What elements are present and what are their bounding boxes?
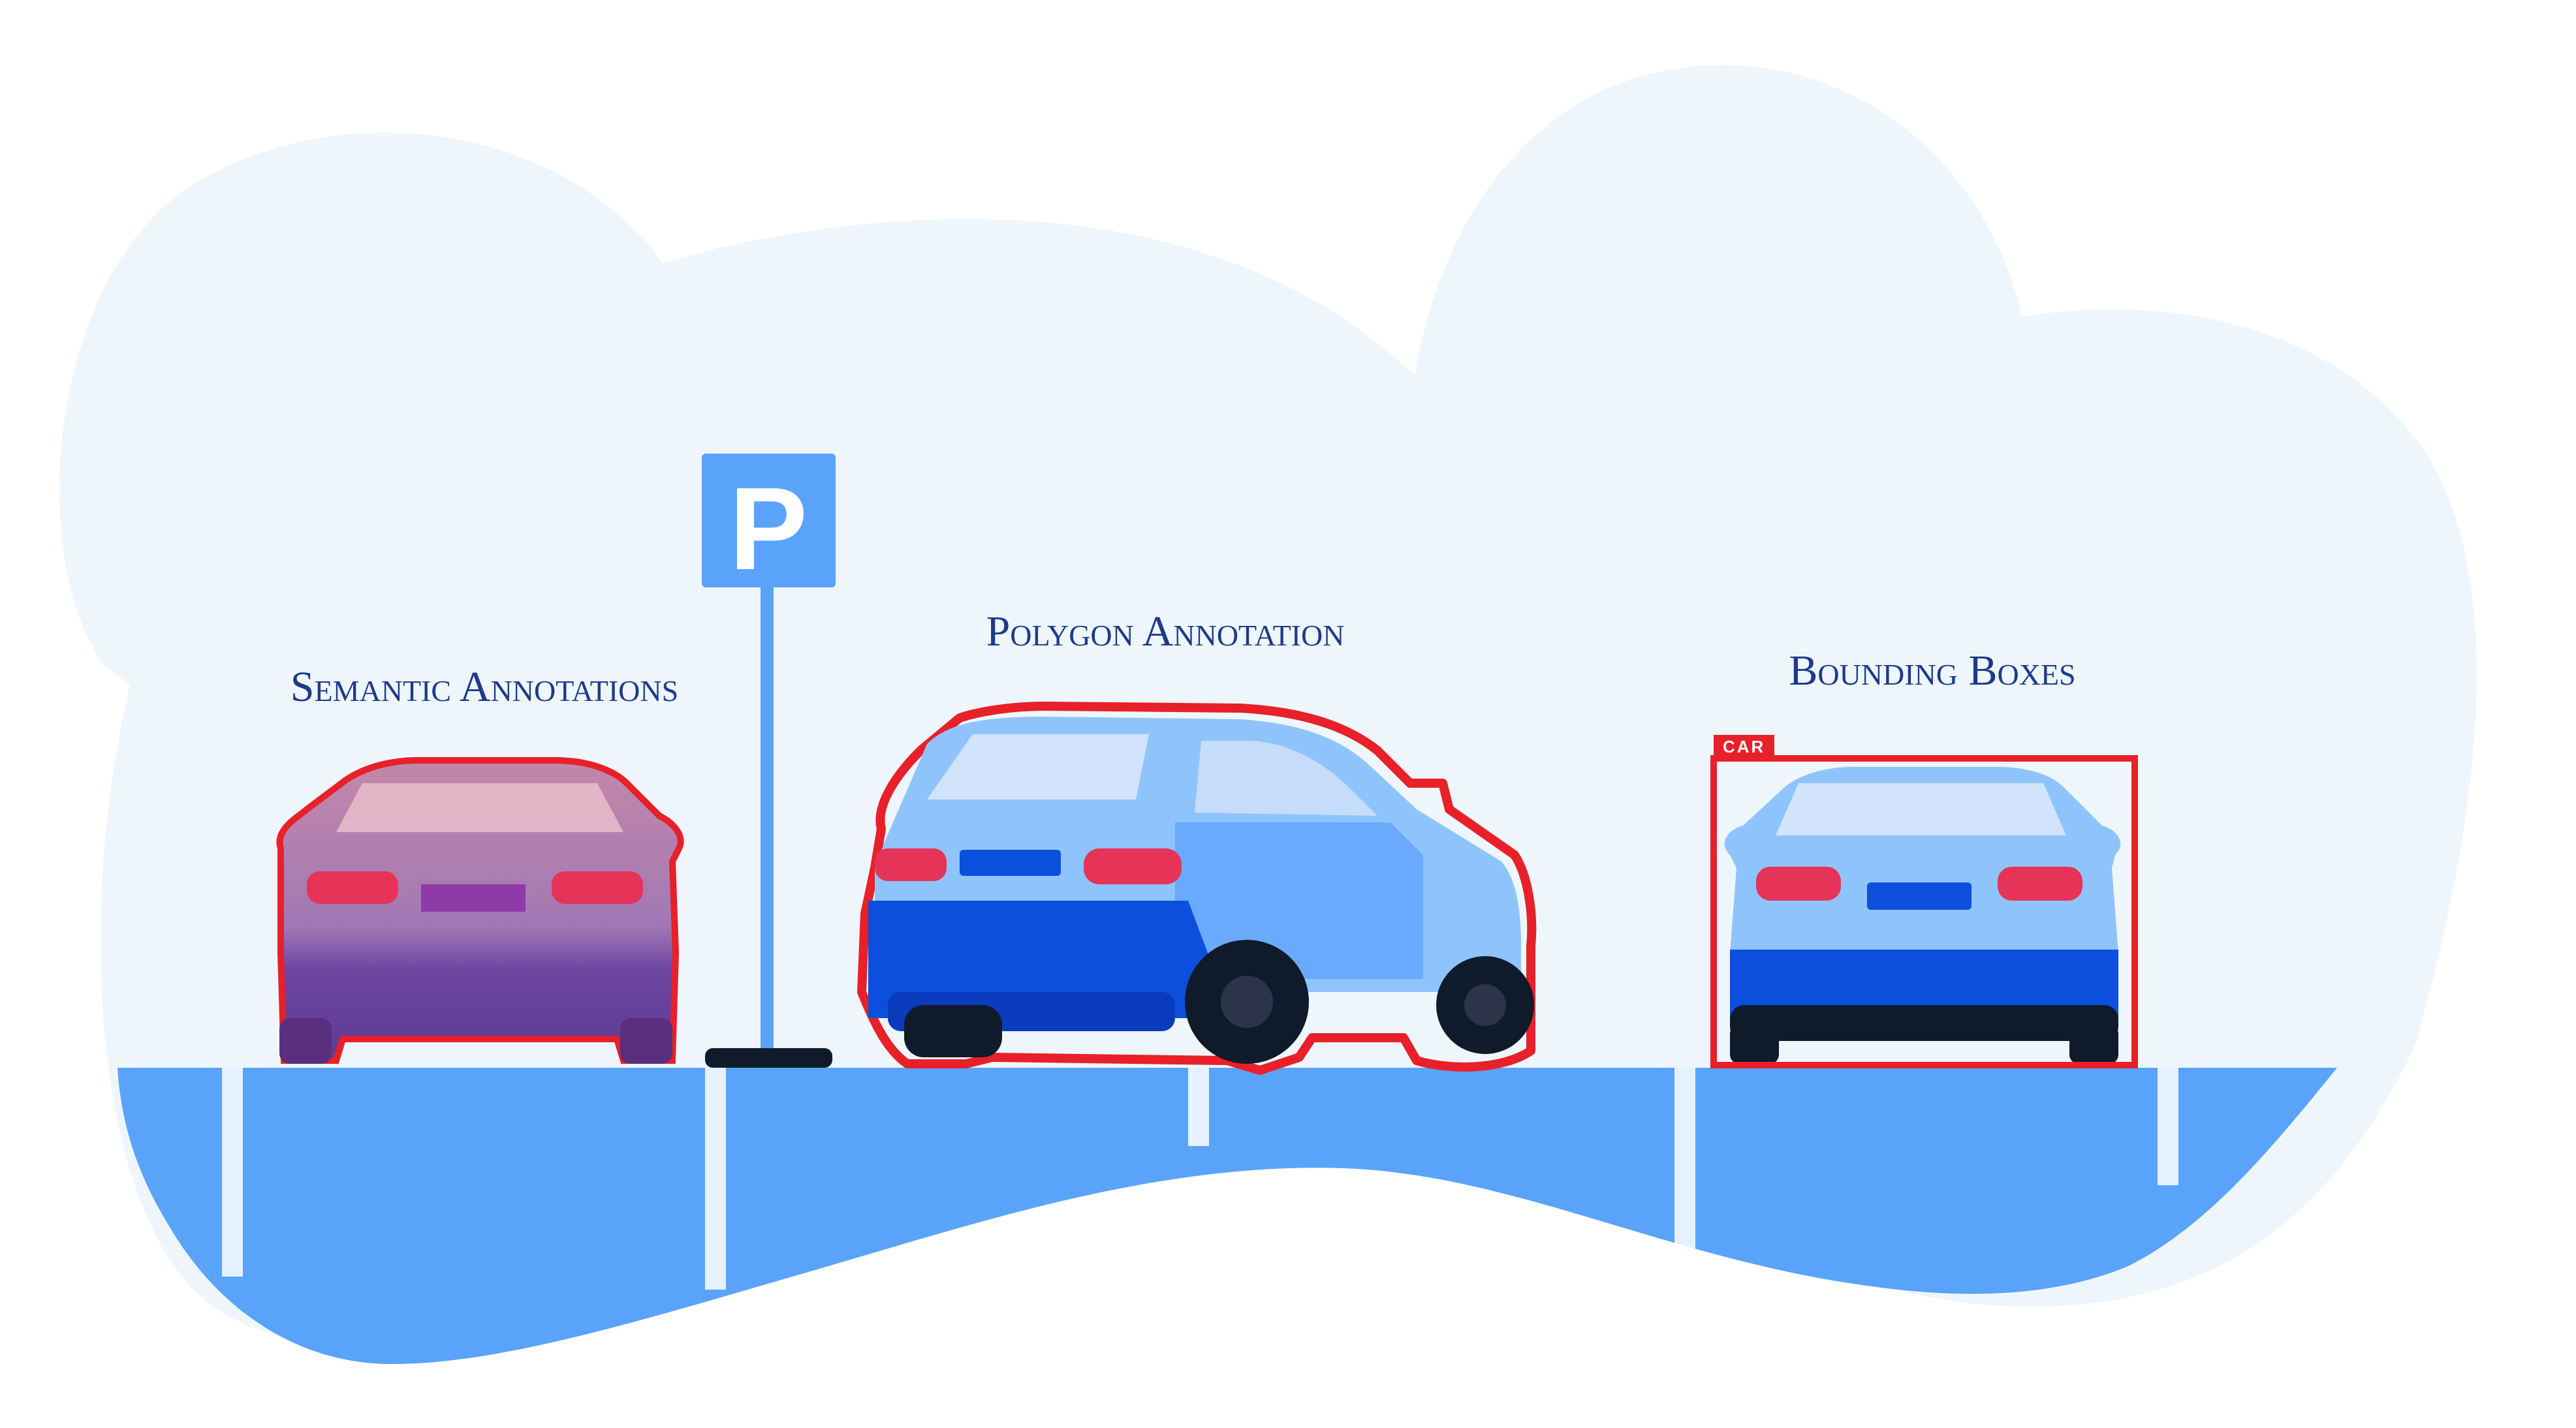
semantic-annotations-label: Semantic Annotations	[290, 663, 679, 711]
hubcap-front	[1464, 984, 1506, 1026]
car-class-tag: CAR	[1714, 735, 1775, 758]
suv-lower-body	[868, 901, 1240, 1018]
semantic-annotation-car	[276, 757, 684, 1064]
bounding-box-car	[1710, 755, 2138, 1068]
suv-rear-window	[927, 734, 1149, 799]
tire-left-rear	[904, 1005, 1002, 1057]
lane-line	[222, 1068, 243, 1277]
taillight-right	[1998, 867, 2082, 901]
road-surface	[118, 1068, 2337, 1364]
taillight-left	[307, 871, 398, 904]
taillight-right	[552, 871, 643, 904]
lane-line	[1188, 1068, 1209, 1146]
polygon-annotation-label: Polygon Annotation	[986, 608, 1345, 655]
lane-line	[2158, 1068, 2178, 1185]
lane-line	[705, 1068, 726, 1290]
lane-line	[1674, 1068, 1695, 1303]
car-rear-lower	[1730, 950, 2118, 1018]
suv-side-windows	[1195, 741, 1377, 816]
taillight-right	[1084, 848, 1182, 884]
polygon-annotation-car	[857, 702, 1537, 1075]
license-plate	[960, 850, 1061, 876]
parking-road	[118, 1068, 2337, 1364]
parking-sign-pole	[761, 587, 774, 1057]
hubcap-rear	[1221, 976, 1273, 1028]
taillight-left	[875, 848, 947, 881]
parking-sign-letter: P	[729, 463, 808, 595]
car-bumper	[1730, 1005, 2118, 1041]
license-plate	[1867, 882, 1971, 910]
tire-right	[2069, 1025, 2118, 1064]
suv-side-panel	[1175, 822, 1423, 979]
car-rear-window	[336, 783, 623, 832]
tire-right	[620, 1018, 672, 1064]
car-rear-window	[1776, 783, 2066, 835]
tire-left	[279, 1018, 332, 1064]
polygon-outline	[857, 702, 1537, 1075]
parking-sign: P	[702, 454, 836, 1068]
taillight-left	[1756, 867, 1841, 901]
tire-left	[1730, 1025, 1779, 1064]
bounding-boxes-label: Bounding Boxes	[1789, 647, 2076, 694]
parking-sign-base	[705, 1048, 832, 1068]
license-plate	[421, 884, 526, 912]
bounding-box	[1710, 755, 2138, 1068]
parking-sign-board	[702, 454, 836, 587]
